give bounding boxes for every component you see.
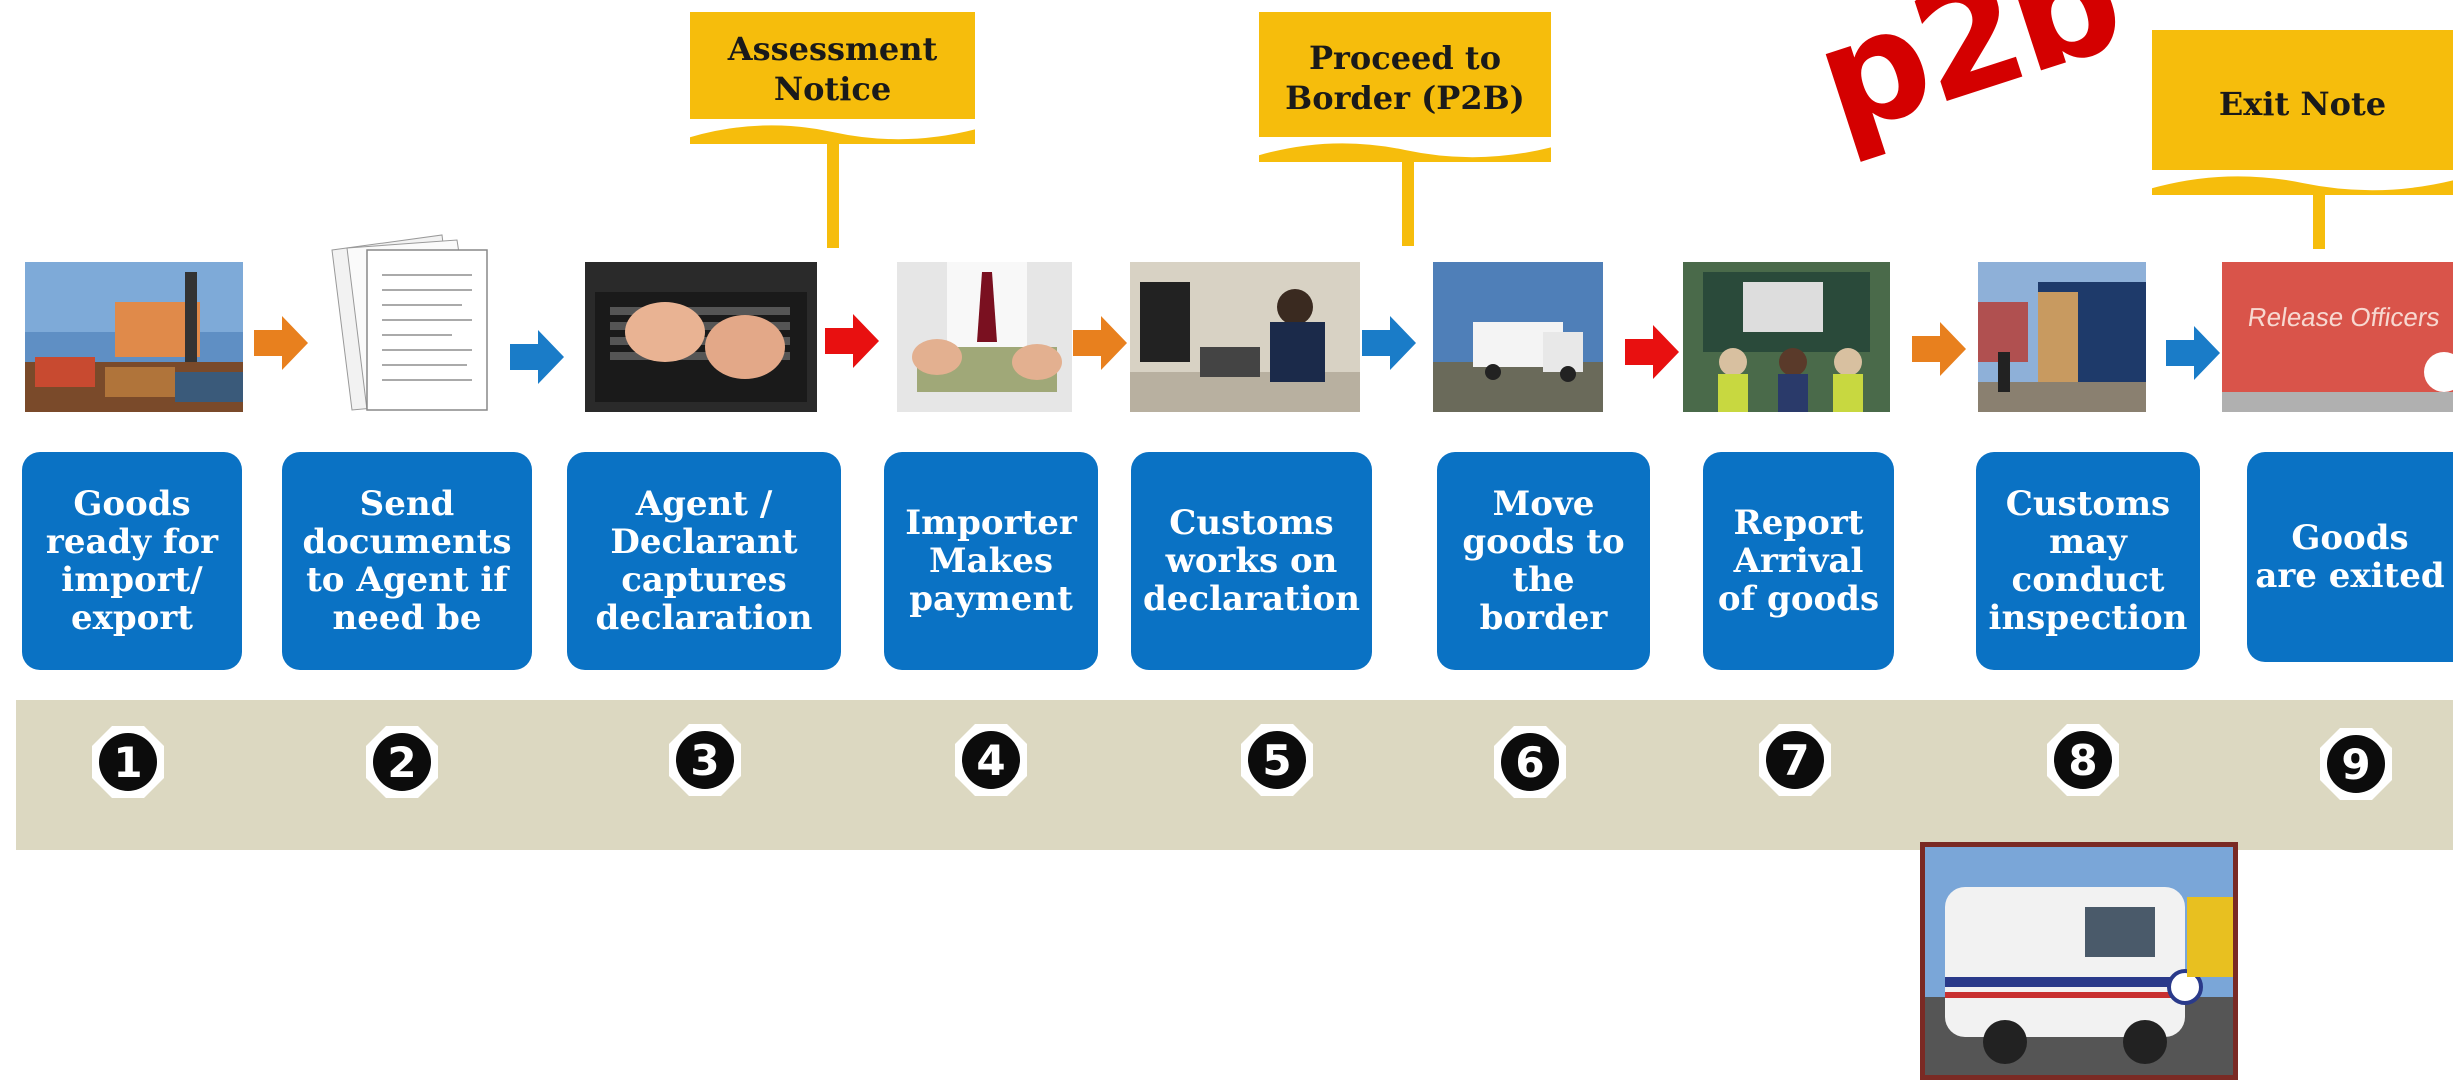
photo-customs-officer — [1130, 262, 1360, 412]
step-box-9: Goods are exited — [2247, 452, 2453, 662]
photo-truck-road — [1433, 262, 1603, 412]
step-number-badge: 6 — [1492, 724, 1568, 800]
photo-container-inspection — [1978, 262, 2146, 412]
photo-customs-van — [1920, 842, 2238, 1080]
arrow-right-icon — [825, 314, 879, 368]
banner-stem — [827, 140, 839, 248]
step-box-7: Report Arrival of goods — [1703, 452, 1894, 670]
photo-arrival-reporting — [1683, 262, 1890, 412]
banner-exit-note: Exit Note — [2152, 30, 2453, 195]
step-number-badge: 1 — [90, 724, 166, 800]
step-box-6: Move goods to the border — [1437, 452, 1650, 670]
arrow-right-icon — [1625, 325, 1679, 379]
banner-proceed-to-border: Proceed to Border (P2B) — [1259, 12, 1551, 162]
step-number-badge: 9 — [2318, 726, 2394, 802]
arrow-right-icon — [1073, 316, 1127, 370]
step-box-8: Customs may conduct inspection — [1976, 452, 2200, 670]
banner-assessment-notice: Assessment Notice — [690, 12, 975, 144]
arrow-right-icon — [510, 330, 564, 384]
photo-release-officers-sign: Release Officers — [2222, 262, 2453, 412]
step-number-badge: 7 — [1757, 722, 1833, 798]
step-number-badge: 3 — [667, 722, 743, 798]
arrow-right-icon — [1912, 322, 1966, 376]
step-number-badge: 8 — [2045, 722, 2121, 798]
release-officers-label: Release Officers — [2245, 302, 2442, 332]
arrow-right-icon — [1362, 316, 1416, 370]
banner-stem — [2313, 191, 2325, 249]
step-box-5: Customs works on declaration — [1131, 452, 1372, 670]
step-box-2: Send documents to Agent if need be — [282, 452, 532, 670]
step-box-3: Agent / Declarant captures declaration — [567, 452, 841, 670]
step-number-badge: 2 — [364, 724, 440, 800]
step-number-badge: 5 — [1239, 722, 1315, 798]
arrow-right-icon — [254, 316, 308, 370]
photo-payment-cash — [897, 262, 1072, 412]
photo-container-crane — [25, 262, 243, 412]
photo-typing-laptop — [585, 262, 817, 412]
photo-documents — [322, 230, 497, 412]
step-box-1: Goods ready for import/ export — [22, 452, 242, 670]
p2b-stamp: p2b — [1796, 0, 2137, 171]
arrow-right-icon — [2166, 326, 2220, 380]
step-box-4: Importer Makes payment — [884, 452, 1098, 670]
banner-stem — [1402, 158, 1414, 246]
step-number-badge: 4 — [953, 722, 1029, 798]
